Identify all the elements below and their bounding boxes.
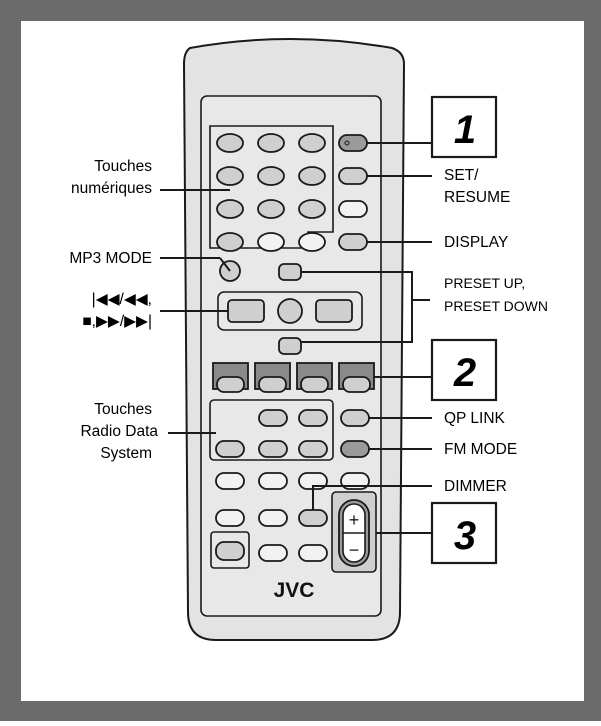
rewind-button[interactable]	[227, 299, 265, 323]
numeric-key[interactable]	[216, 232, 244, 252]
rds-key[interactable]	[298, 409, 328, 427]
lower-key[interactable]	[298, 544, 328, 562]
fm-mode-button[interactable]	[340, 440, 370, 458]
step-badge-box	[430, 338, 498, 402]
display-button[interactable]	[338, 233, 368, 251]
numeric-keypad-group	[209, 125, 334, 249]
rds-keys-group	[209, 399, 334, 461]
label-touches-numeriques-1: Touches	[94, 158, 152, 175]
rds-key[interactable]	[215, 440, 245, 458]
right-column-keys	[338, 134, 368, 251]
label-preset-1: PRESET UP,	[444, 275, 525, 291]
rds-key[interactable]	[258, 440, 288, 458]
function-button-cap	[258, 376, 287, 393]
rds-keys	[215, 409, 328, 458]
lower-key[interactable]	[258, 472, 288, 490]
label-preset-2: PRESET DOWN	[444, 298, 548, 314]
label-touches-rds-1: Touches	[94, 401, 152, 418]
lower-key[interactable]	[258, 544, 288, 562]
label-skip-keys-2: ■,▶▶/▶▶|	[82, 313, 152, 330]
numeric-key[interactable]	[298, 166, 326, 186]
label-qp-link: QP LINK	[444, 410, 506, 427]
left-labels: Touches numériques MP3 MODE |◀◀/◀◀, ■,▶▶…	[69, 158, 158, 462]
bottom-left-key[interactable]	[215, 541, 245, 561]
leader-mp3-mode-vertical	[219, 257, 231, 272]
numeric-key[interactable]	[216, 166, 244, 186]
step-badge-box	[430, 95, 498, 159]
preset-down-button[interactable]	[278, 337, 302, 355]
label-set-resume-2: RESUME	[444, 189, 510, 206]
numeric-key[interactable]	[257, 166, 285, 186]
bottom-left-key-group	[210, 531, 250, 569]
numeric-key[interactable]	[257, 133, 285, 153]
label-touches-rds-2: Radio Data	[80, 423, 158, 440]
function-button-cap	[300, 376, 329, 393]
step-badge-number: 1	[454, 108, 476, 152]
leader-lines	[160, 142, 432, 534]
step-badge-3: 3	[430, 501, 498, 565]
brand-logo: JVC	[274, 579, 315, 602]
rds-key[interactable]	[298, 440, 328, 458]
set-resume-button[interactable]	[338, 167, 368, 185]
dimmer-button[interactable]	[298, 509, 328, 527]
standby-button[interactable]	[338, 134, 368, 152]
label-touches-numeriques-2: numériques	[71, 180, 152, 197]
stop-button[interactable]	[277, 298, 303, 324]
key-next-to-display[interactable]	[298, 232, 326, 252]
step-badge-2: 2	[430, 338, 498, 402]
numeric-keys	[216, 133, 326, 252]
volume-minus-icon: −	[349, 540, 360, 560]
function-button-cap	[342, 376, 371, 393]
numeric-key[interactable]	[298, 133, 326, 153]
label-skip-keys-1: |◀◀/◀◀,	[92, 291, 152, 308]
forward-button[interactable]	[315, 299, 353, 323]
preset-up-button[interactable]	[278, 263, 302, 281]
label-fm-mode: FM MODE	[444, 441, 517, 458]
leader-preset-bracket	[301, 271, 413, 343]
numeric-key[interactable]	[216, 133, 244, 153]
function-buttons	[212, 362, 375, 393]
numeric-key[interactable]	[257, 199, 285, 219]
label-set-resume-1: SET/	[444, 167, 479, 184]
lower-key[interactable]	[258, 509, 288, 527]
rds-key[interactable]	[258, 409, 288, 427]
step-badge-box	[430, 501, 498, 565]
lower-key[interactable]	[215, 472, 245, 490]
key-row3-right[interactable]	[338, 200, 368, 218]
numeric-key[interactable]	[257, 232, 285, 252]
step-badge-1: 1	[430, 95, 498, 159]
volume-plus-icon: +	[349, 510, 360, 530]
step-badge-number: 3	[454, 514, 476, 558]
label-dimmer: DIMMER	[444, 478, 507, 495]
numeric-key[interactable]	[298, 199, 326, 219]
numeric-key[interactable]	[216, 199, 244, 219]
label-touches-rds-3: System	[100, 445, 152, 462]
qp-link-button[interactable]	[340, 409, 370, 427]
lower-key[interactable]	[215, 509, 245, 527]
label-display: DISPLAY	[444, 234, 508, 251]
right-labels: SET/ RESUME DISPLAY PRESET UP, PRESET DO…	[444, 167, 548, 495]
function-button-cap	[216, 376, 245, 393]
label-mp3-mode: MP3 MODE	[69, 250, 152, 267]
leader-dimmer	[312, 485, 432, 510]
step-badge-number: 2	[453, 351, 476, 395]
standby-indicator	[344, 140, 350, 146]
